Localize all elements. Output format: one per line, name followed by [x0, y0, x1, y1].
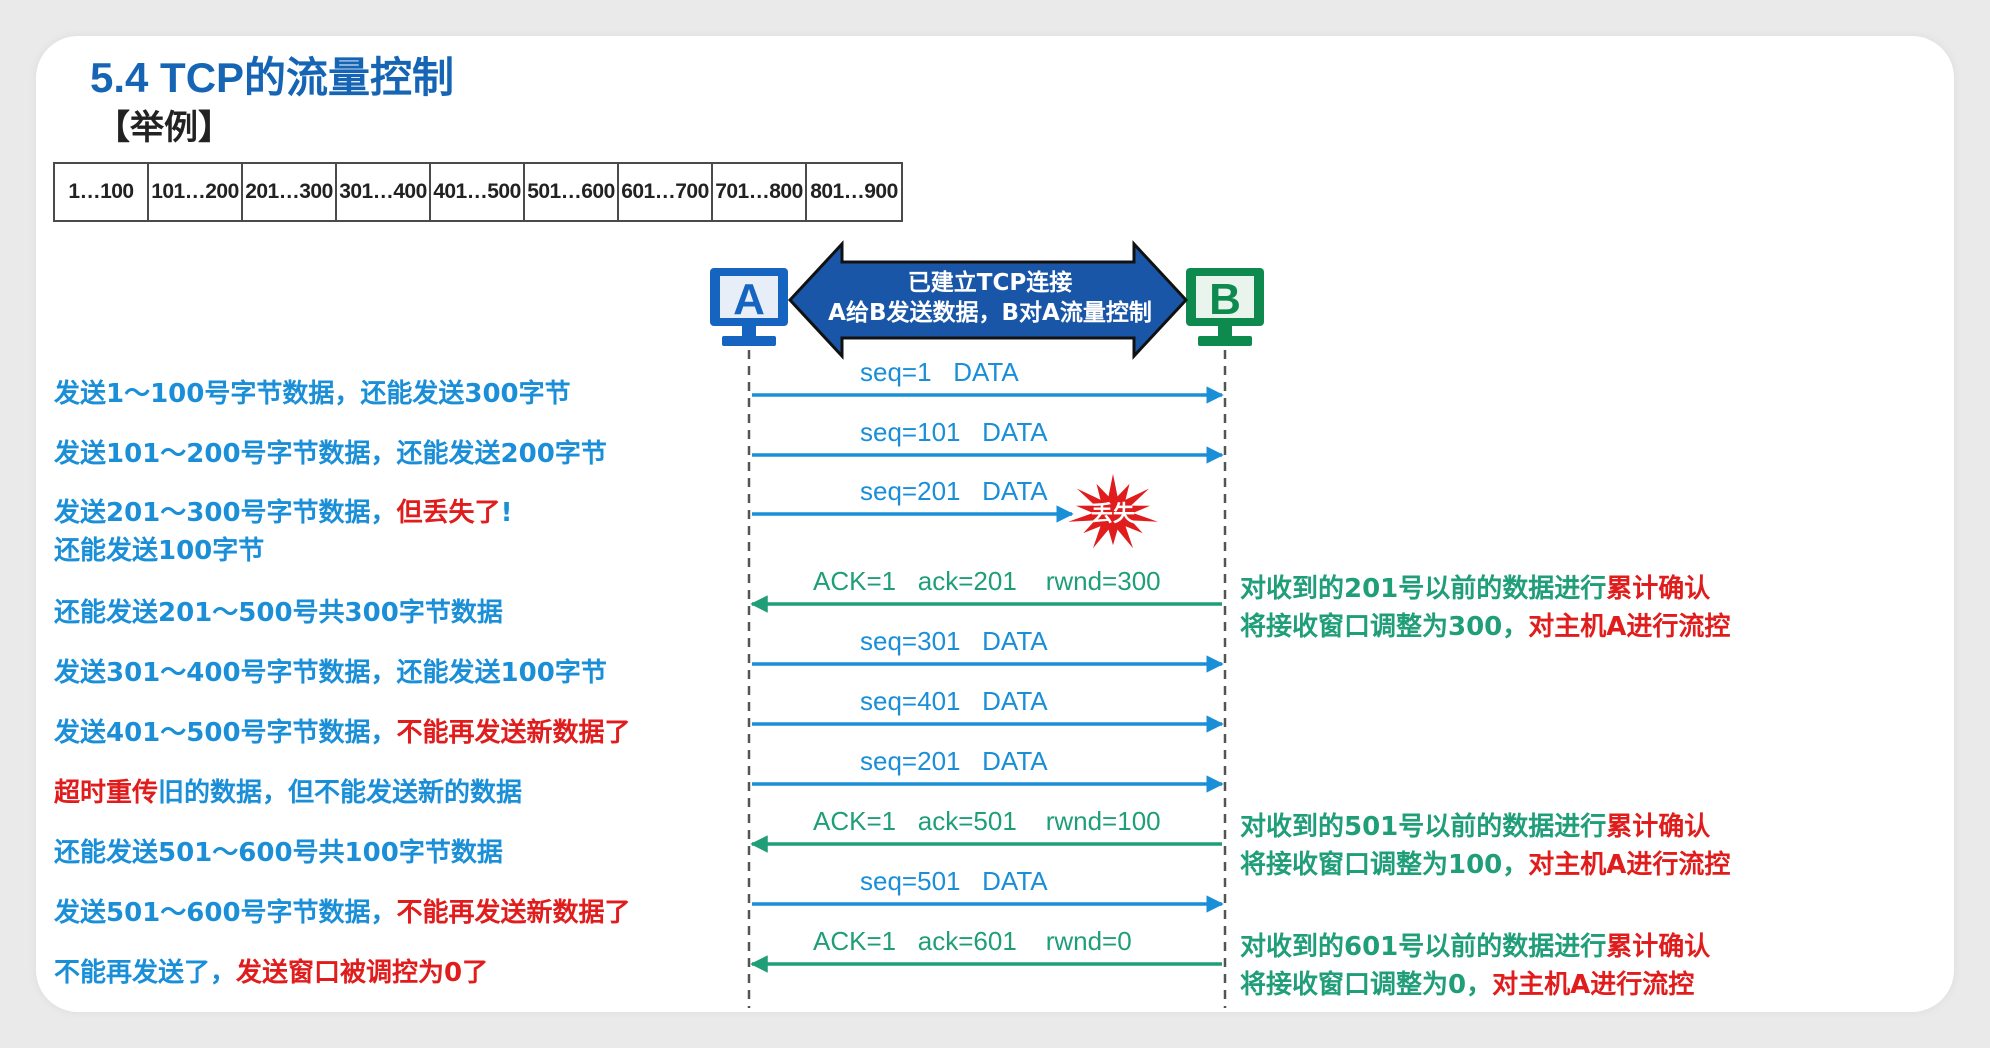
text-segment: 发送501～600号字节数据， [54, 898, 397, 928]
step-description: 还能发送201～500号共300字节数据 [54, 594, 503, 632]
data-segment-label: seq=1 DATA [860, 357, 1019, 387]
receiver-note-line-1: 对收到的601号以前的数据进行累计确认 [1240, 928, 1710, 966]
ack-segment-label: ACK=1 ack=501 rwnd=100 [813, 806, 1161, 836]
text-segment: 不能再发送新数据了 [396, 898, 631, 928]
text-segment: 发送窗口被调控为0了 [236, 958, 489, 988]
text-segment: 发送301～400号字节数据，还能发送100字节 [54, 658, 607, 688]
text-segment: 不能再发送了， [54, 958, 237, 988]
explosion-shape [1068, 473, 1158, 549]
text-segment: 还能发送501～600号共100字节数据 [54, 838, 503, 868]
text-segment: 对收到的601号以前的数据进行 [1240, 932, 1607, 962]
byte-range-cell: 301…400 [337, 164, 431, 220]
text-segment: 对主机A进行流控 [1528, 850, 1731, 880]
text-segment: 对收到的501号以前的数据进行 [1240, 812, 1607, 842]
data-segment-label: seq=501 DATA [860, 866, 1048, 896]
ack-segment-label: ACK=1 ack=601 rwnd=0 [813, 926, 1132, 956]
byte-range-cell: 101…200 [149, 164, 243, 220]
computer-b-icon [1186, 268, 1264, 346]
text-segment: 发送1～100号字节数据，还能发送300字节 [54, 379, 571, 409]
example-heading: 【举例】 [96, 108, 232, 148]
step-description: 发送101～200号字节数据，还能发送200字节 [54, 435, 607, 473]
double-arrow-banner [787, 240, 1189, 360]
text-segment: 旧的数据，但不能发送新的数据 [158, 778, 523, 808]
text-segment: 累计确认 [1606, 812, 1711, 842]
text-segment: 不能再发送新数据了 [396, 718, 631, 748]
ack-segment-label: ACK=1 ack=201 rwnd=300 [813, 566, 1161, 596]
text-segment: 将接收窗口调整为300， [1240, 612, 1529, 642]
text-segment: 对收到的201号以前的数据进行 [1240, 574, 1607, 604]
byte-range-cell: 201…300 [243, 164, 337, 220]
byte-range-cell: 401…500 [431, 164, 525, 220]
step-description: 发送301～400号字节数据，还能发送100字节 [54, 654, 607, 692]
data-segment-label: seq=101 DATA [860, 417, 1048, 447]
data-segment-label: seq=401 DATA [860, 686, 1048, 716]
text-segment: 但丢失了 [396, 498, 501, 528]
step-description: 发送401～500号字节数据，不能再发送新数据了 [54, 714, 631, 752]
receiver-note-line-2: 将接收窗口调整为0，对主机A进行流控 [1240, 966, 1694, 1004]
text-segment: 对主机A进行流控 [1528, 612, 1731, 642]
explosion-icon [1068, 473, 1158, 549]
byte-range-cell: 501…600 [525, 164, 619, 220]
receiver-note-line-1: 对收到的501号以前的数据进行累计确认 [1240, 808, 1710, 846]
step-description-continued: 还能发送100字节 [54, 536, 265, 566]
receiver-note-line-2: 将接收窗口调整为300，对主机A进行流控 [1240, 608, 1730, 646]
text-segment: 将接收窗口调整为100， [1240, 850, 1529, 880]
text-segment: 累计确认 [1606, 574, 1711, 604]
step-description: 发送1～100号字节数据，还能发送300字节 [54, 375, 571, 413]
text-segment: 累计确认 [1606, 932, 1711, 962]
text-segment: 超时重传 [54, 778, 159, 808]
text-segment: 发送101～200号字节数据，还能发送200字节 [54, 439, 607, 469]
text-segment: 还能发送201～500号共300字节数据 [54, 598, 503, 628]
slide-card [36, 36, 1954, 1012]
computer-a-icon [710, 268, 788, 346]
byte-range-cell: 1…100 [55, 164, 149, 220]
step-description: 不能再发送了，发送窗口被调控为0了 [54, 954, 488, 992]
step-description: 发送201～300号字节数据，但丢失了! [54, 494, 512, 532]
receiver-note-line-1: 对收到的201号以前的数据进行累计确认 [1240, 570, 1710, 608]
text-segment: 发送401～500号字节数据， [54, 718, 397, 748]
data-segment-label: seq=301 DATA [860, 626, 1048, 656]
step-description: 还能发送501～600号共100字节数据 [54, 834, 503, 872]
byte-range-cell: 601…700 [619, 164, 713, 220]
page-title: 5.4 TCP的流量控制 [90, 54, 455, 101]
byte-range-cell: 801…900 [810, 180, 898, 203]
byte-range-cell: 701…800 [713, 164, 807, 220]
text-segment: 将接收窗口调整为0， [1240, 970, 1493, 1000]
text-segment: ! [500, 498, 513, 528]
text-segment: 对主机A进行流控 [1492, 970, 1695, 1000]
text-segment: 发送201～300号字节数据， [54, 498, 397, 528]
step-description: 超时重传旧的数据，但不能发送新的数据 [54, 774, 522, 812]
receiver-note-line-2: 将接收窗口调整为100，对主机A进行流控 [1240, 846, 1730, 884]
step-description: 发送501～600号字节数据，不能再发送新数据了 [54, 894, 631, 932]
data-segment-label: seq=201 DATA [860, 746, 1048, 776]
data-segment-label: seq=201 DATA [860, 476, 1048, 506]
